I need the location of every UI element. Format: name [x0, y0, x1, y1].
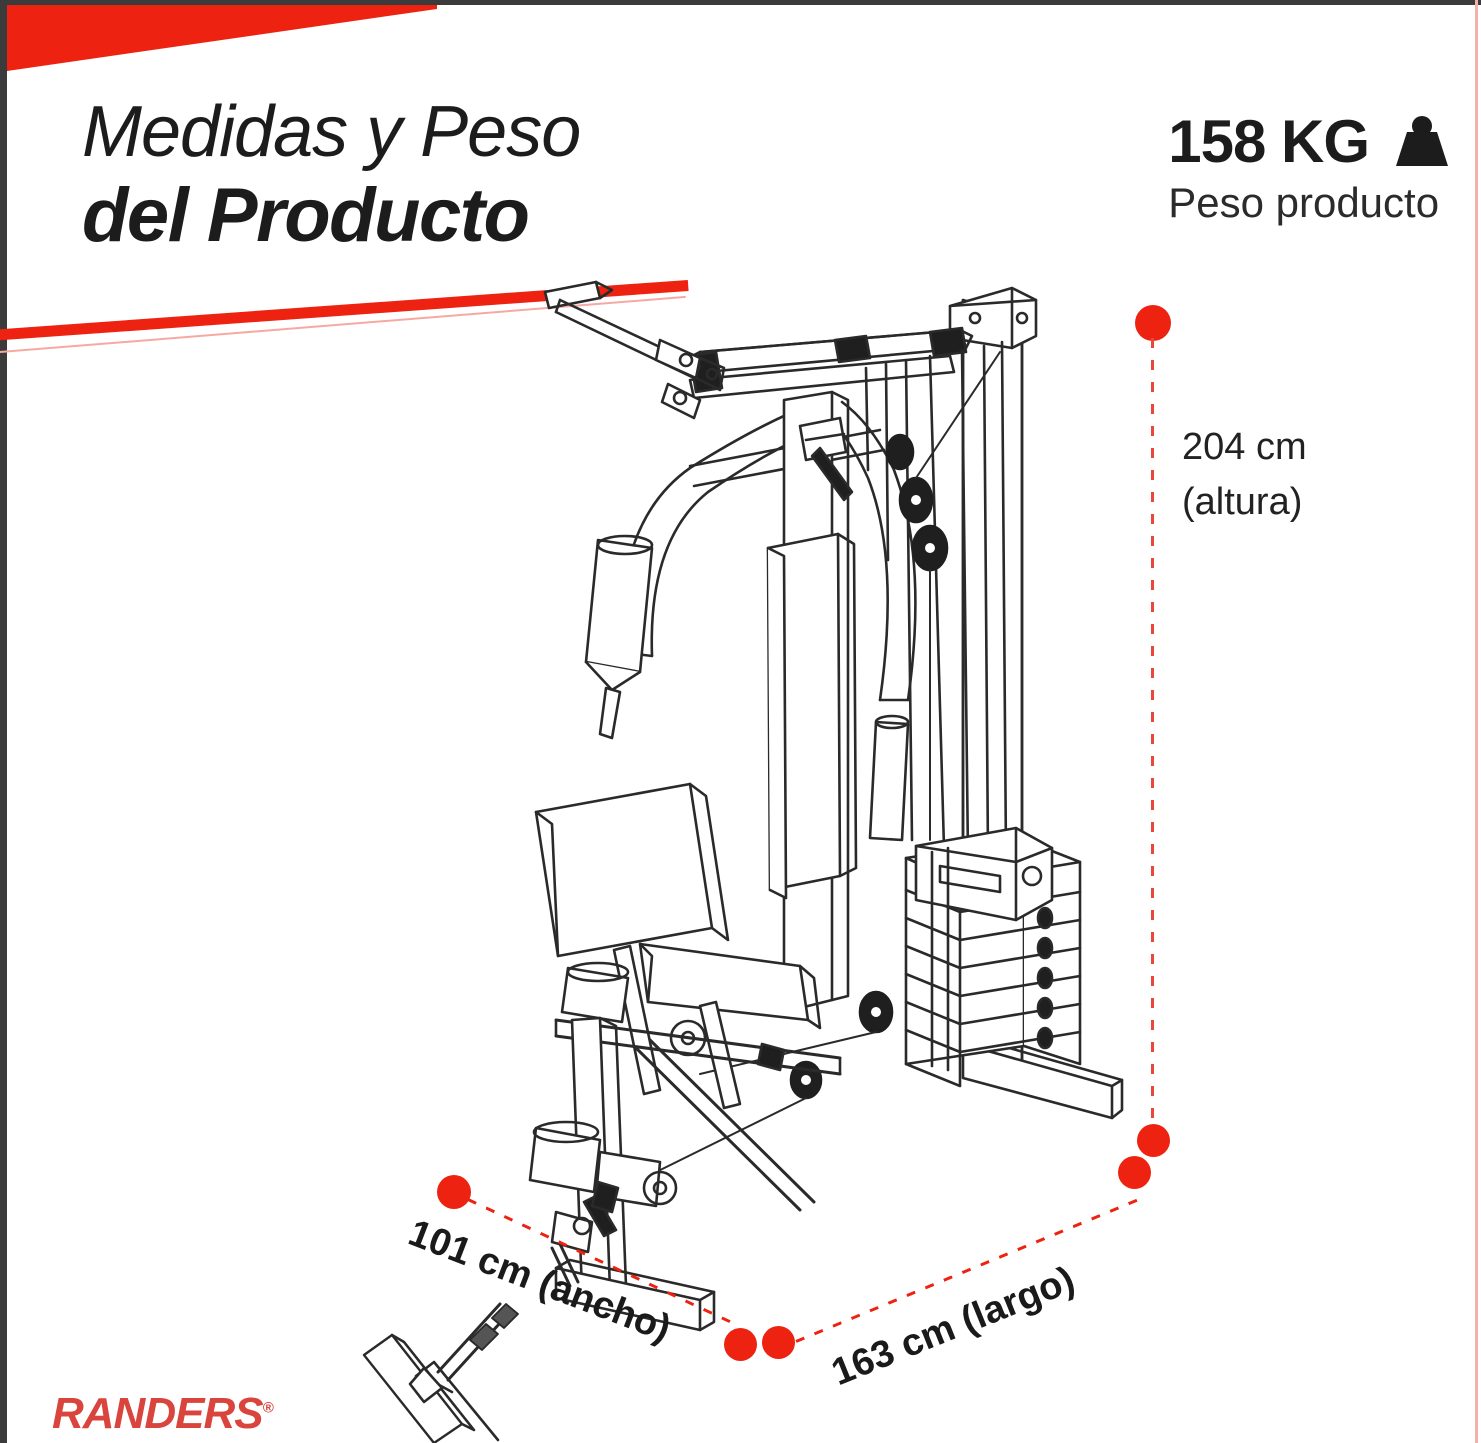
page-left-border	[0, 0, 7, 1443]
dim-width-end-dot	[724, 1328, 757, 1361]
page-right-red-edge	[1475, 0, 1478, 1443]
dim-height-dashed-line	[1151, 338, 1154, 1143]
title-line-1: Medidas y Peso	[82, 92, 581, 172]
red-accent-line-thick	[0, 279, 689, 341]
dim-width-start-dot	[437, 1175, 471, 1209]
dim-height-top-dot	[1135, 305, 1171, 341]
page-top-border	[0, 0, 1481, 5]
weight-value: 158 KG	[1168, 108, 1370, 175]
weight-badge: 158 KG Peso producto	[1168, 112, 1453, 226]
dim-height-caption: (altura)	[1182, 481, 1303, 524]
dim-length-label: 163 cm (largo)	[825, 1258, 1081, 1395]
red-corner-wedge	[7, 5, 437, 71]
brand-logo: RANDERS®	[52, 1389, 274, 1439]
title-line-2: del Producto	[82, 173, 530, 258]
dim-corner-dot-lower	[1118, 1156, 1151, 1189]
page-title: Medidas y Peso del Producto	[82, 92, 581, 258]
weight-label: Peso producto	[1168, 179, 1440, 226]
dim-height-value: 204 cm	[1182, 426, 1307, 468]
brand-name: RANDERS	[52, 1389, 264, 1438]
dim-length-start-dot	[762, 1326, 795, 1359]
dim-corner-dot-upper	[1137, 1124, 1170, 1157]
brand-trademark: ®	[262, 1399, 274, 1417]
dim-height-label: 204 cm (altura)	[1182, 420, 1307, 530]
weight-icon	[1396, 116, 1448, 166]
